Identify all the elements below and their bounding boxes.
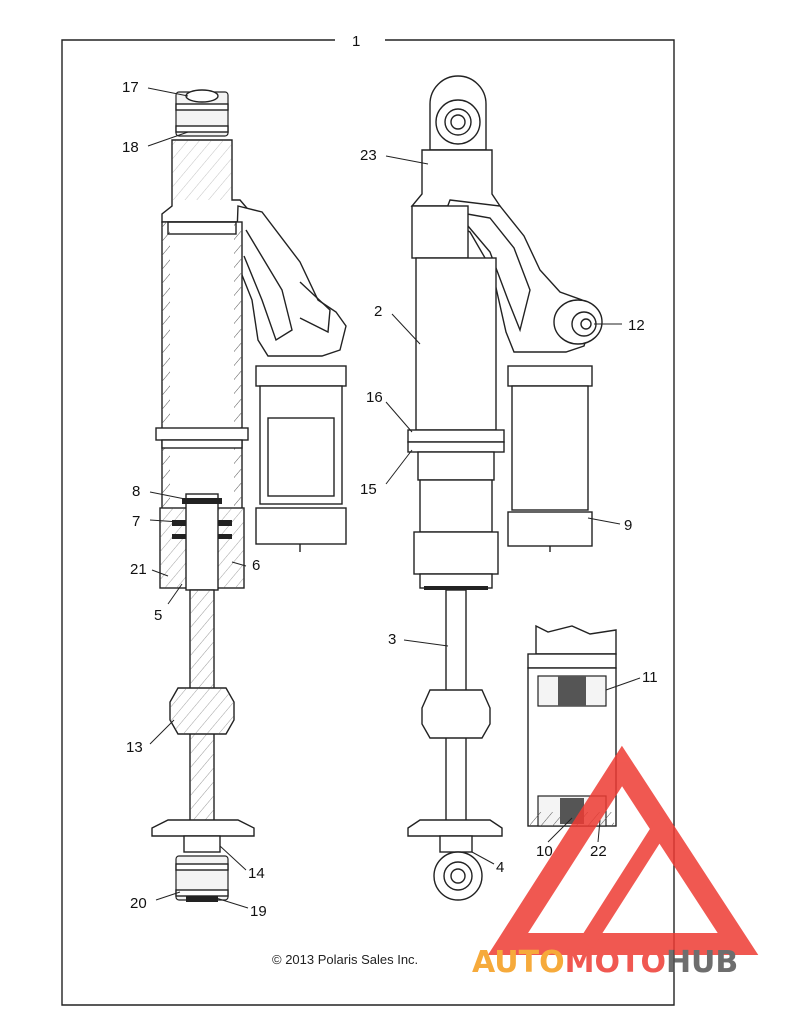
callout-12: 12 [628, 317, 645, 334]
leader-lines [147, 87, 641, 909]
callout-15: 15 [360, 481, 377, 498]
callout-6: 6 [252, 557, 260, 574]
callout-19: 19 [250, 903, 267, 920]
watermark-part-auto: AUTO [472, 945, 565, 980]
callout-2: 2 [374, 303, 382, 320]
callout-21: 21 [130, 561, 147, 578]
callout-14: 14 [248, 865, 265, 882]
callout-18: 18 [122, 139, 139, 156]
callout-13: 13 [126, 739, 143, 756]
assembly-number: 1 [352, 33, 360, 50]
callout-20: 20 [130, 895, 147, 912]
callout-16: 16 [366, 389, 383, 406]
callout-9: 9 [624, 517, 632, 534]
callout-10: 10 [536, 843, 553, 860]
watermark-logo-icon [487, 745, 759, 955]
callout-22: 22 [590, 843, 607, 860]
callout-11: 11 [642, 669, 658, 686]
watermark-part-hub: HUB [666, 945, 738, 980]
shock-exterior-view [407, 75, 603, 901]
callout-8: 8 [132, 483, 140, 500]
callout-23: 23 [360, 147, 377, 164]
callout-17: 17 [122, 79, 139, 96]
detail-inset-view [527, 624, 617, 827]
copyright-text: © 2013 Polaris Sales Inc. [272, 952, 418, 967]
watermark-text: AUTOMOTOHUB [472, 945, 738, 980]
callout-4: 4 [496, 859, 504, 876]
callout-5: 5 [154, 607, 162, 624]
callout-3: 3 [388, 631, 396, 648]
diagram-frame [61, 39, 675, 1006]
shock-section-view [151, 89, 347, 902]
callout-7: 7 [132, 513, 140, 530]
watermark-part-moto: MOTO [565, 945, 666, 980]
automotohub-watermark: AUTOMOTOHUB [472, 745, 759, 980]
callout-labels: 1 17 18 23 2 12 16 15 8 7 21 6 5 9 3 11 … [122, 33, 658, 920]
